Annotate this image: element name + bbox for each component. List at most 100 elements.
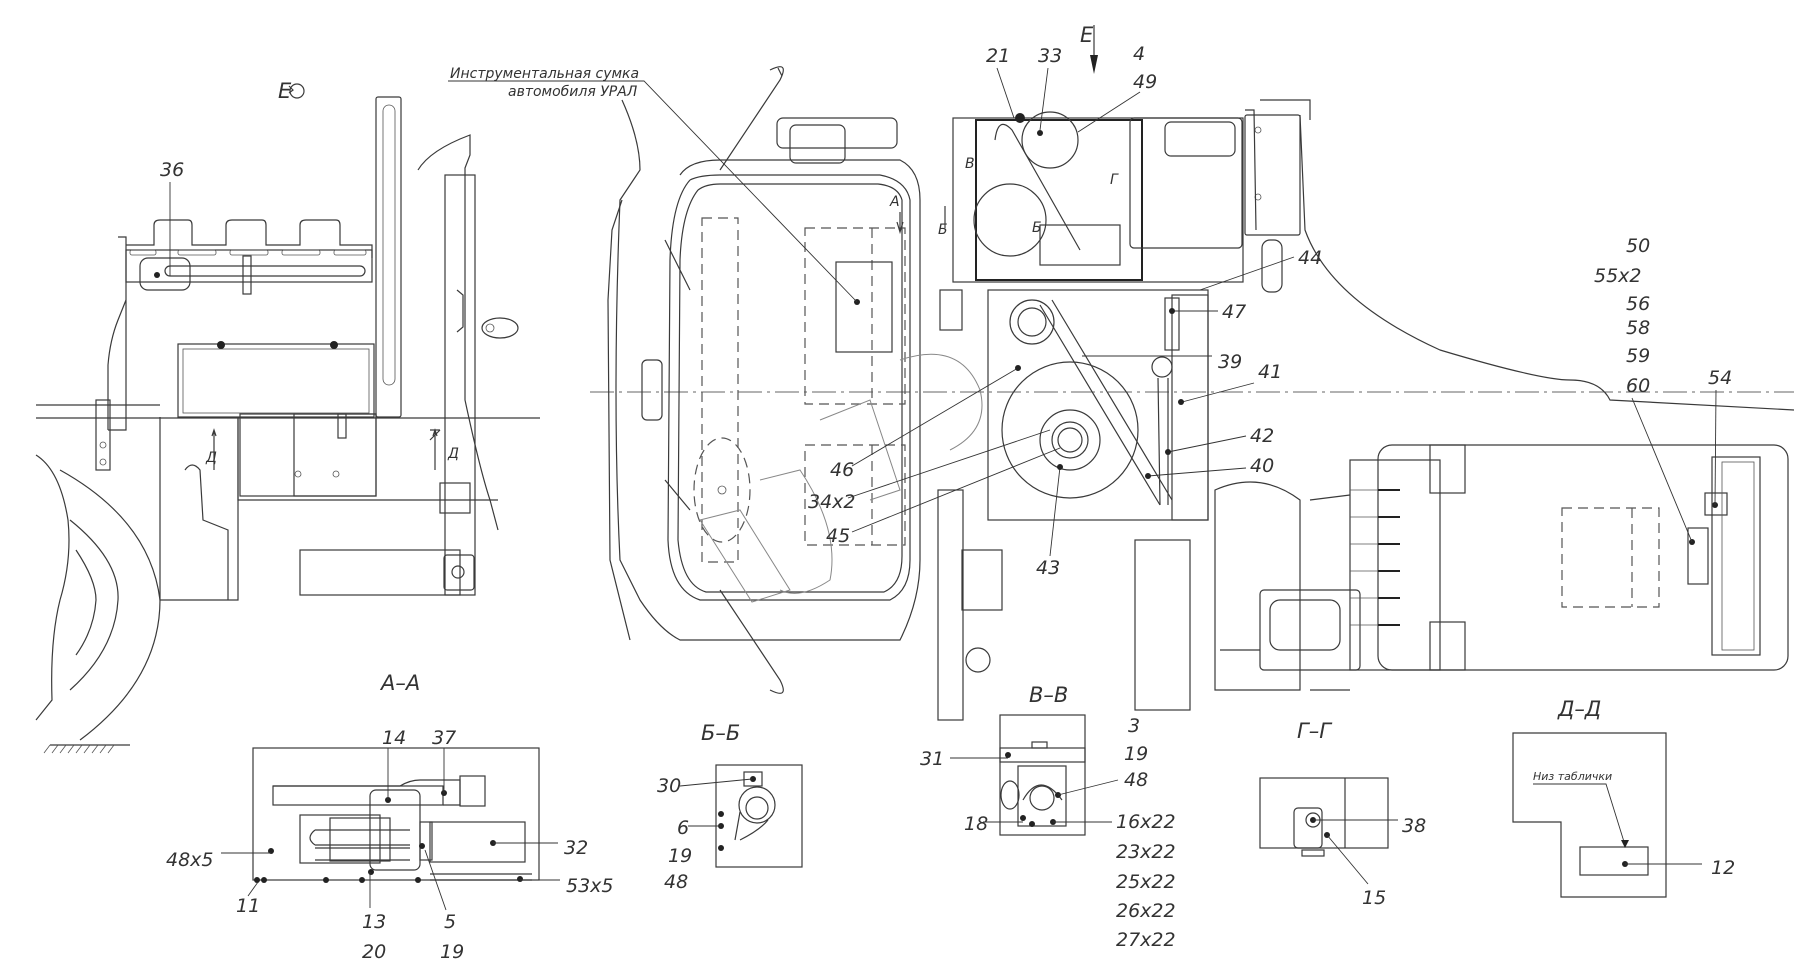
cut-mark-b: Б (938, 222, 948, 238)
callout-42: 42 (1250, 425, 1274, 447)
part-32 (429, 821, 526, 863)
callout-48-bb: 48 (664, 871, 688, 893)
plate-60 (1687, 527, 1709, 585)
cut-mark-a: А (889, 194, 900, 210)
section-bb-frame (715, 764, 803, 868)
callout-37: 37 (432, 727, 456, 749)
cut-mark-v: В (965, 156, 975, 172)
svg-text:Д: Д (205, 450, 217, 466)
callout-44: 44 (1298, 247, 1322, 269)
callout-19-vv: 19 (1124, 743, 1148, 765)
side-view-e: E (35, 79, 540, 754)
svg-text:Д: Д (447, 446, 459, 462)
hose-reel (1001, 361, 1139, 499)
rotation-arrow-icon (288, 85, 294, 94)
section-aa-title: А–А (379, 671, 420, 695)
callout-47: 47 (1222, 301, 1246, 323)
section-vv-title: В–В (1029, 683, 1068, 707)
callout-16x22: 16x22 (1116, 811, 1176, 833)
frame-rail (36, 404, 540, 419)
hidden-box-upper (804, 227, 906, 405)
mirror-left (719, 66, 784, 171)
note-tool-bag-line2: автомобиля УРАЛ (508, 84, 638, 100)
section-bb-title: Б–Б (701, 721, 740, 745)
section-aa-frame (252, 747, 540, 881)
callout-5: 5 (444, 911, 456, 933)
callout-19: 19 (440, 941, 464, 963)
callout-group-right: 50 55x2 56 58 59 60 (1594, 235, 1650, 397)
callout-45: 45 (826, 525, 850, 547)
top-view: E А (448, 23, 1794, 721)
callout-4: 4 (1133, 43, 1145, 65)
callout-60: 60 (1626, 375, 1650, 397)
callout-49: 49 (1133, 71, 1157, 93)
callout-41: 41 (1258, 361, 1282, 383)
callout-6: 6 (677, 817, 689, 839)
callout-32: 32 (564, 837, 588, 859)
cut-mark-b2: Б (1032, 220, 1042, 236)
equipment-frame (952, 117, 1244, 283)
callout-18: 18 (964, 813, 988, 835)
callout-23x22: 23x22 (1116, 841, 1176, 863)
truck-outline (1299, 114, 1794, 411)
callout-27x22: 27x22 (1116, 929, 1176, 951)
tool-bag-outline (835, 261, 893, 353)
toolbox (177, 343, 375, 418)
callout-56: 56 (1626, 293, 1650, 315)
top-view-callouts: 21 33 4 49 44 47 39 41 42 40 43 46 34x2 … (808, 43, 1732, 579)
callout-12: 12 (1711, 857, 1735, 879)
filter-b (973, 183, 1047, 257)
section-dd-title: Д–Д (1557, 697, 1601, 721)
plate-54 (1704, 492, 1728, 516)
callout-34: 34x2 (808, 491, 856, 513)
section-gg-frame (1259, 777, 1389, 849)
rear-body (1377, 444, 1789, 671)
view-e-label: E (278, 79, 292, 103)
callout-31: 31 (920, 748, 944, 770)
callout-15: 15 (1362, 887, 1386, 909)
equipment-panel (987, 289, 1209, 521)
callout-11: 11 (236, 895, 260, 917)
section-vv: В–В 31 18 3 19 48 16x22 23x22 25x22 26x2… (920, 683, 1176, 951)
callout-13: 13 (362, 911, 386, 933)
view-arrow-icon (1090, 55, 1098, 74)
bag-36 (139, 257, 191, 291)
chain-strap (1039, 299, 1173, 506)
section-gg: Г–Г 38 15 (1259, 719, 1426, 909)
callout-33: 33 (1038, 45, 1062, 67)
rack-top (126, 219, 373, 258)
cab-outline (615, 99, 921, 641)
watermark (699, 353, 983, 603)
spare-part-top (789, 124, 846, 164)
mirror-right (719, 589, 784, 694)
callout-38: 38 (1402, 815, 1426, 837)
wheel (35, 454, 70, 721)
section-aa: А–А 14 37 32 48x5 53x5 11 (166, 671, 614, 963)
hidden-box-rear (1561, 507, 1660, 608)
nameplate (1579, 846, 1649, 876)
callout-26x22: 26x22 (1116, 900, 1176, 922)
callout-25x22: 25x22 (1116, 871, 1176, 893)
section-gg-title: Г–Г (1297, 719, 1333, 743)
callout-48-vv: 48 (1124, 769, 1148, 791)
note-tool-bag-line1: Инструментальная сумка (450, 66, 639, 82)
note-plate-bottom: Низ таблички (1533, 770, 1612, 783)
callout-20: 20 (362, 941, 386, 963)
view-arrow-e-label: E (1080, 23, 1094, 47)
callout-50: 50 (1626, 235, 1650, 257)
callout-59: 59 (1626, 345, 1650, 367)
callout-53x5: 53x5 (566, 875, 614, 897)
filter-33 (1021, 111, 1079, 169)
cut-mark-g: Г (1110, 172, 1119, 188)
callout-21: 21 (986, 45, 1010, 67)
callout-14: 14 (382, 727, 406, 749)
callout-48x5: 48x5 (166, 849, 214, 871)
cab-profile (417, 134, 499, 531)
section-dd-outline (1512, 732, 1667, 898)
callout-30: 30 (657, 775, 681, 797)
hidden-box-lower (804, 444, 906, 546)
callout-19-bb: 19 (668, 845, 692, 867)
callout-43: 43 (1036, 557, 1060, 579)
callout-36: 36 (160, 159, 184, 181)
